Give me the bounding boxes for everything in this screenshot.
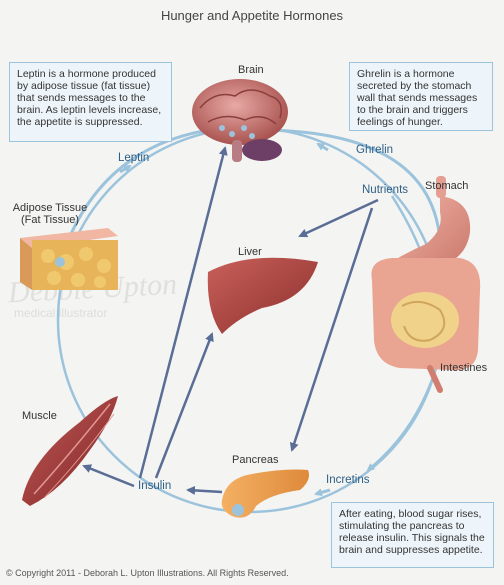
insulin-to-brain-arrow xyxy=(138,146,228,479)
adipose-tissue-illustration xyxy=(20,228,118,290)
muscle-illustration xyxy=(22,396,118,506)
ghrelin-label: Ghrelin xyxy=(356,144,394,156)
intestines-illustration xyxy=(371,258,481,393)
adipose-node xyxy=(55,257,65,267)
insulin-to-liver-arrow xyxy=(154,332,214,479)
adipose-label-line2: (Fat Tissue) xyxy=(20,214,80,226)
incretins-label: Incretins xyxy=(326,474,370,486)
insulin-label: Insulin xyxy=(138,480,172,492)
stomach-label: Stomach xyxy=(425,180,469,192)
cycle-arrowhead-top-right xyxy=(316,142,329,152)
ghrelin-info-box: Ghrelin is a hormone secreted by the sto… xyxy=(349,62,493,131)
adipose-label: Adipose Tissue (Fat Tissue) xyxy=(10,202,90,226)
copyright-notice: © Copyright 2011 - Deborah L. Upton Illu… xyxy=(6,568,289,578)
watermark-subtitle: medical illustrator xyxy=(14,306,108,320)
diagram-title: Hunger and Appetite Hormones xyxy=(160,8,344,23)
leptin-label: Leptin xyxy=(118,152,150,164)
pancreas-label: Pancreas xyxy=(232,454,279,466)
pancreas-to-insulin-arrow xyxy=(186,485,223,495)
ghrelin-arrow xyxy=(256,126,442,241)
intestines-label: Intestines xyxy=(440,362,488,374)
pancreas-cycle-arrow xyxy=(314,488,331,497)
leptin-info-box: Leptin is a hormone produced by adipose … xyxy=(9,62,172,142)
liver-label: Liver xyxy=(238,246,262,258)
liver-illustration xyxy=(207,257,318,334)
stomach-illustration xyxy=(398,176,471,269)
insulin-to-muscle-arrow xyxy=(82,464,135,488)
brain-illustration xyxy=(192,79,288,162)
adipose-label-line1: Adipose Tissue xyxy=(12,202,88,214)
brain-label: Brain xyxy=(238,64,264,76)
pancreas-illustration xyxy=(221,469,309,518)
nutrients-to-pancreas-arrow xyxy=(289,207,374,452)
muscle-label: Muscle xyxy=(22,410,57,422)
nutrients-to-liver-arrow xyxy=(298,198,379,238)
nutrients-label: Nutrients xyxy=(362,184,409,196)
insulin-info-box: After eating, blood sugar rises, stimula… xyxy=(331,502,494,568)
cycle-arrowhead-top-left xyxy=(119,164,132,174)
